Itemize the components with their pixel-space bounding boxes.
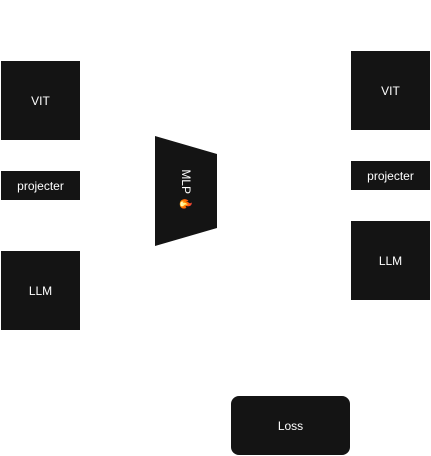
- right-vit-label: VIT: [381, 83, 400, 98]
- right-llm-block: LLM: [351, 221, 430, 300]
- left-vit-label: VIT: [31, 93, 50, 108]
- fire-icon: 🔥: [179, 197, 192, 211]
- left-llm-block: LLM: [1, 251, 80, 330]
- loss-block: Loss: [231, 396, 350, 455]
- right-projector-block: projecter: [351, 161, 430, 190]
- mlp-trapezoid: [155, 136, 217, 246]
- right-projector-label: projecter: [367, 168, 414, 183]
- left-vit-block: VIT: [1, 61, 80, 140]
- left-projector-block: projecter: [1, 171, 80, 200]
- mlp-label-group: MLP 🔥: [166, 169, 206, 211]
- left-projector-label: projecter: [17, 178, 64, 193]
- loss-label: Loss: [277, 418, 304, 433]
- left-llm-label: LLM: [28, 283, 53, 298]
- right-llm-label: LLM: [378, 253, 403, 268]
- mlp-label: MLP: [179, 169, 193, 194]
- right-vit-block: VIT: [351, 51, 430, 130]
